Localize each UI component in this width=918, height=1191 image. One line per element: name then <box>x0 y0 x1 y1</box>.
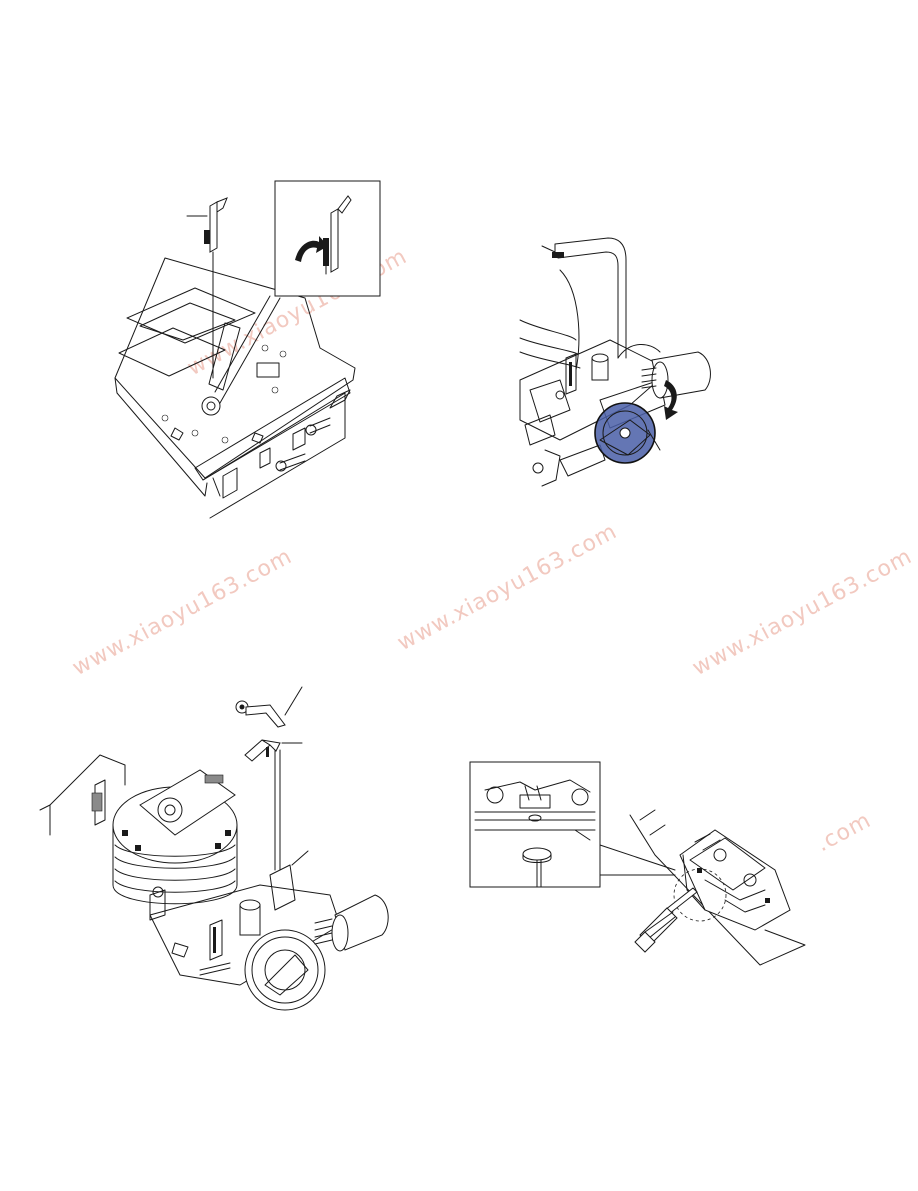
mechanism-board <box>629 809 806 966</box>
figure-arm-assembly <box>39 685 400 1020</box>
inset-pointer <box>214 295 271 393</box>
flat-cable <box>552 237 627 359</box>
chassis-drawing <box>114 257 356 519</box>
highlight-circle <box>673 868 727 922</box>
leader-line <box>541 245 556 253</box>
leader-line <box>284 686 303 716</box>
watermark: www.xiaoyu163.com <box>393 518 622 657</box>
lever-part <box>204 197 228 379</box>
drive-gear <box>594 402 656 464</box>
figure-cable-and-gear <box>500 230 740 500</box>
tape-mechanism <box>679 829 791 931</box>
arm-part-upper <box>235 700 286 728</box>
watermark: www.xiaoyu163.com <box>688 543 917 682</box>
figure-screw-removal <box>465 760 806 966</box>
drum-assembly <box>519 269 581 371</box>
side-bracket <box>39 754 126 836</box>
rotation-arrow-icon <box>664 380 678 420</box>
detail-inset <box>274 180 381 297</box>
leader-line <box>291 850 309 866</box>
watermark: .com <box>812 807 876 858</box>
inset-pointer <box>219 297 281 404</box>
motor <box>314 894 389 952</box>
inset-pointer <box>599 844 676 871</box>
arm-part-lower <box>244 739 281 871</box>
motor <box>617 344 711 399</box>
screwdriver-icon <box>634 887 698 953</box>
drive-gear <box>244 929 326 1011</box>
leader-line <box>647 429 661 451</box>
curved-arrow-icon <box>295 236 328 262</box>
detail-inset <box>469 761 601 888</box>
head-drum <box>112 769 238 905</box>
watermark: www.xiaoyu163.com <box>68 543 297 682</box>
mechanism-drawing <box>519 339 671 487</box>
leader-line <box>574 829 591 841</box>
figure-lever-removal <box>105 178 395 519</box>
